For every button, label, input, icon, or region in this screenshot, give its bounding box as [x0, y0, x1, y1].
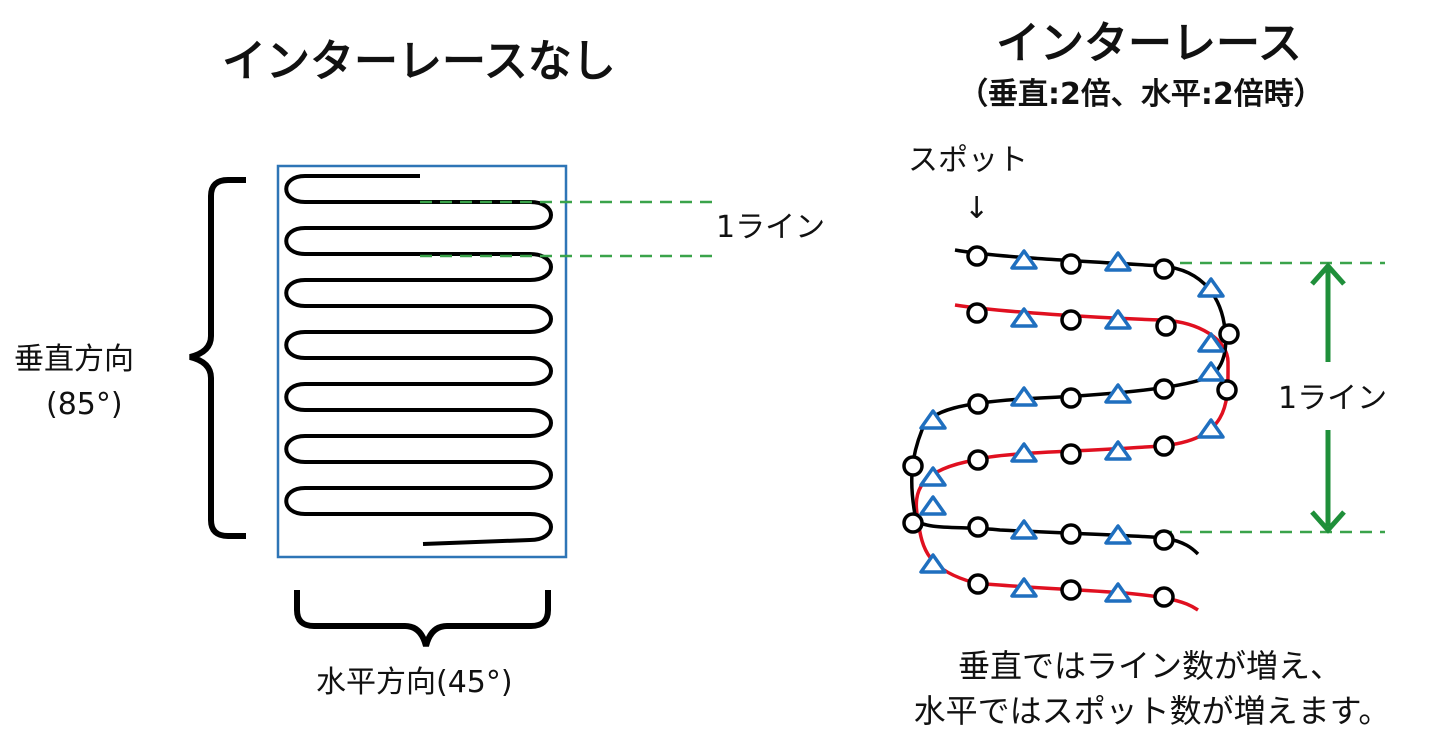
vertical-brace	[189, 177, 246, 539]
spot-triangle	[1197, 361, 1225, 382]
spot-circle	[967, 393, 989, 415]
spot-circle	[1060, 523, 1082, 545]
spot-triangle	[1197, 277, 1225, 298]
spot-triangle	[1104, 383, 1132, 404]
spot-triangle	[919, 409, 947, 430]
left-vertical-label: 垂直方向	[14, 342, 134, 377]
spot-circle	[1153, 435, 1175, 457]
spot-circle	[1153, 258, 1175, 280]
spot-arrow: ↓	[964, 191, 990, 226]
spot-circle	[1060, 309, 1082, 331]
right-line-label: 1ライン	[1278, 380, 1388, 418]
spot-triangle	[1010, 577, 1038, 598]
spot-triangle	[1010, 519, 1038, 540]
caption-line-1: 垂直ではライン数が増え、	[957, 647, 1342, 685]
spot-triangle	[1104, 582, 1132, 603]
left-horizontal-label: 水平方向(45°)	[316, 665, 513, 700]
line-arrow-head-up	[1310, 262, 1346, 286]
spot-triangles	[919, 249, 1225, 603]
spot-triangle	[1104, 524, 1132, 545]
spot-circle	[1153, 586, 1175, 608]
spot-circles	[902, 245, 1240, 608]
spot-circle	[1153, 378, 1175, 400]
scan-frame	[276, 164, 568, 559]
spot-triangle	[1104, 309, 1132, 330]
spot-circle	[1060, 579, 1082, 601]
spot-circle	[1060, 387, 1082, 409]
spot-circle	[1060, 443, 1082, 465]
spot-triangle	[1104, 440, 1132, 461]
spot-circle	[966, 302, 988, 324]
spot-triangle	[1197, 418, 1225, 439]
spot-circle	[1060, 253, 1082, 275]
raster-scan-path	[284, 174, 553, 546]
spot-triangle	[1010, 249, 1038, 270]
spot-circle	[967, 449, 989, 471]
right-title: インターレース	[996, 18, 1302, 69]
spot-circle	[1218, 323, 1240, 345]
spot-triangle	[919, 553, 947, 574]
spot-circle	[1216, 379, 1238, 401]
spot-triangle	[919, 495, 947, 516]
spot-circle	[967, 573, 989, 595]
spot-triangle	[1010, 386, 1038, 407]
left-title: インターレースなし	[222, 36, 616, 87]
spot-circle	[1153, 529, 1175, 551]
spot-triangle	[1010, 307, 1038, 328]
spot-circle	[902, 455, 924, 477]
spot-triangle	[919, 466, 947, 487]
spot-triangle	[1010, 442, 1038, 463]
horizontal-brace	[294, 590, 551, 647]
spot-circle	[1155, 315, 1177, 337]
right-subtitle: （垂直:2倍、水平:2倍時）	[958, 77, 1324, 112]
spot-label: スポット	[908, 143, 1028, 178]
caption-line-2: 水平ではスポット数が増えます。	[913, 692, 1391, 730]
spot-triangle	[1197, 332, 1225, 353]
line-arrow-head-down	[1310, 510, 1346, 534]
spot-circle	[967, 516, 989, 538]
left-line-label: 1ライン	[716, 210, 826, 245]
spot-circle	[966, 245, 988, 267]
spot-circle	[902, 512, 924, 534]
left-vertical-angle: (85°)	[46, 387, 123, 422]
spot-triangle	[1104, 251, 1132, 272]
